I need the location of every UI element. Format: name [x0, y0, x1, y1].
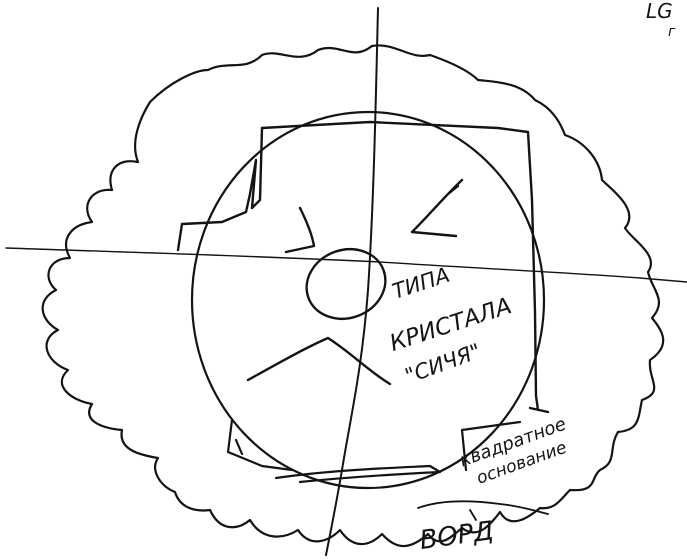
square-left-step: [178, 128, 262, 250]
label-corner-2: г: [668, 24, 676, 40]
vertical-guide-line: [326, 8, 378, 555]
label-crystal-type-1: ТИПА: [389, 263, 452, 304]
center-ellipse: [297, 238, 395, 329]
chevron-lower: [248, 338, 390, 384]
label-corner-1: LG: [646, 0, 673, 23]
chevron-upper-left: [286, 208, 314, 252]
horizontal-guide-line: [6, 248, 687, 282]
label-bottom-word: ВОРД: [418, 516, 496, 556]
chevron-upper-right: [412, 180, 462, 236]
square-bottom-edge: [276, 466, 440, 482]
